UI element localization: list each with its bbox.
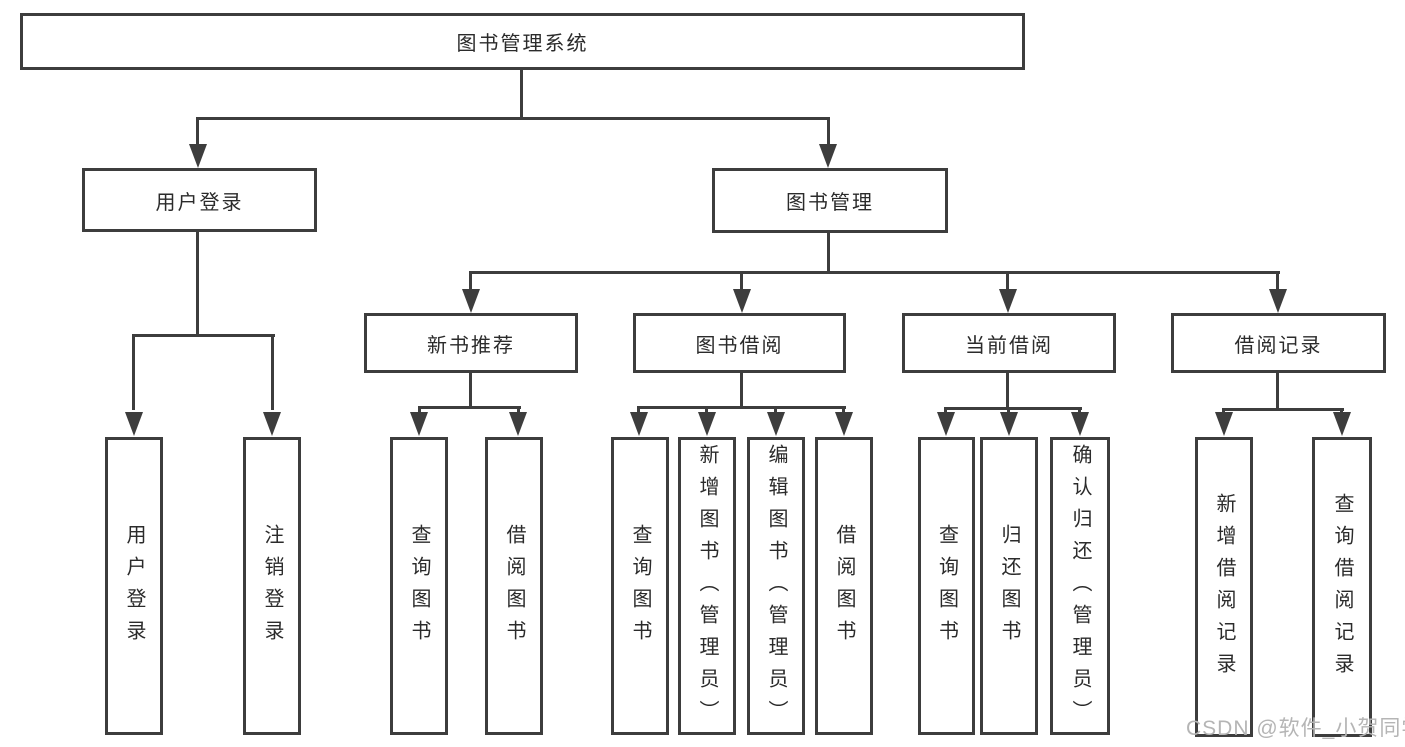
connector-drop-cb-query — [944, 407, 947, 416]
connector-new-book-stub — [469, 373, 472, 409]
connector-root-hline — [196, 117, 830, 120]
leaf-current-return-books: 归还图书 — [980, 437, 1038, 735]
arrowhead-cb-query-icon — [937, 412, 955, 436]
arrowhead-br-add-icon — [1215, 412, 1233, 436]
leaf-current-confirm-return-admin: 确认归还（管理员） — [1050, 437, 1110, 735]
leaf-borrow-query-books: 查询图书 — [611, 437, 669, 735]
leaf-borrow-borrow-books: 借阅图书 — [815, 437, 873, 735]
arrowhead-current-borrow-icon — [999, 289, 1017, 313]
connector-user-login-hline — [132, 334, 275, 337]
node-library-management-system: 图书管理系统 — [20, 13, 1025, 70]
connector-book-management-hline — [469, 271, 1280, 274]
connector-drop-book-management — [827, 117, 830, 149]
watermark: CSDN @软件_小贺同学 — [1186, 717, 1405, 740]
connector-drop-borrow-record — [1276, 271, 1279, 293]
connector-drop-leaf-login — [132, 334, 135, 410]
leaf-newbook-query-books: 查询图书 — [390, 437, 448, 735]
connector-borrow-record-stub — [1276, 373, 1279, 411]
connector-drop-cb-return — [1007, 407, 1010, 416]
connector-drop-current-borrow — [1006, 271, 1009, 293]
arrowhead-leaf-login-icon — [125, 412, 143, 436]
arrowhead-bb-borrow-icon — [835, 412, 853, 436]
leaf-record-query-borrow-record: 查询借阅记录 — [1312, 437, 1372, 737]
connector-drop-bb-edit — [774, 406, 777, 416]
connector-drop-cb-confirm — [1078, 407, 1081, 416]
arrowhead-leaf-logout-icon — [263, 412, 281, 436]
arrowhead-user-login-icon — [189, 144, 207, 168]
node-book-borrowing: 图书借阅 — [633, 313, 846, 373]
arrowhead-new-book-icon — [462, 289, 480, 313]
node-current-borrowing: 当前借阅 — [902, 313, 1116, 373]
arrowhead-bb-edit-icon — [767, 412, 785, 436]
node-user-login: 用户登录 — [82, 168, 317, 232]
leaf-user-login: 用户登录 — [105, 437, 163, 735]
leaf-borrow-add-books-admin: 新增图书（管理员） — [678, 437, 736, 735]
arrowhead-borrow-record-icon — [1269, 289, 1287, 313]
connector-drop-nb-query — [418, 406, 421, 416]
connector-drop-bb-borrow — [842, 406, 845, 416]
arrowhead-nb-borrow-icon — [509, 412, 527, 436]
connector-drop-user-login — [196, 117, 199, 149]
node-borrowing-records: 借阅记录 — [1171, 313, 1386, 373]
connector-drop-leaf-logout — [271, 334, 274, 410]
arrowhead-cb-confirm-icon — [1071, 412, 1089, 436]
connector-book-borrow-hline — [637, 406, 846, 409]
node-book-management: 图书管理 — [712, 168, 948, 233]
connector-drop-bb-add — [705, 406, 708, 416]
leaf-borrow-edit-books-admin: 编辑图书（管理员） — [747, 437, 805, 735]
arrowhead-book-management-icon — [819, 144, 837, 168]
node-new-book-recommend: 新书推荐 — [364, 313, 578, 373]
leaf-current-query-books: 查询图书 — [918, 437, 975, 735]
connector-drop-book-borrow — [740, 271, 743, 293]
connector-drop-bb-query — [637, 406, 640, 416]
arrowhead-nb-query-icon — [410, 412, 428, 436]
connector-root-stub — [520, 70, 523, 120]
arrowhead-bb-add-icon — [698, 412, 716, 436]
connector-drop-new-book — [469, 271, 472, 293]
arrowhead-book-borrow-icon — [733, 289, 751, 313]
arrowhead-bb-query-icon — [630, 412, 648, 436]
connector-new-book-hline — [418, 406, 521, 409]
connector-current-borrow-hline — [944, 407, 1082, 410]
leaf-newbook-borrow-books: 借阅图书 — [485, 437, 543, 735]
connector-book-borrow-stub — [740, 373, 743, 409]
arrowhead-cb-return-icon — [1000, 412, 1018, 436]
connector-borrow-record-hline — [1222, 408, 1344, 411]
leaf-logout: 注销登录 — [243, 437, 301, 735]
connector-user-login-stub — [196, 231, 199, 337]
arrowhead-br-query-icon — [1333, 412, 1351, 436]
connector-drop-nb-borrow — [517, 406, 520, 416]
connector-book-management-stub — [827, 233, 830, 274]
leaf-record-add-borrow-record: 新增借阅记录 — [1195, 437, 1253, 737]
connector-current-borrow-stub — [1006, 373, 1009, 410]
